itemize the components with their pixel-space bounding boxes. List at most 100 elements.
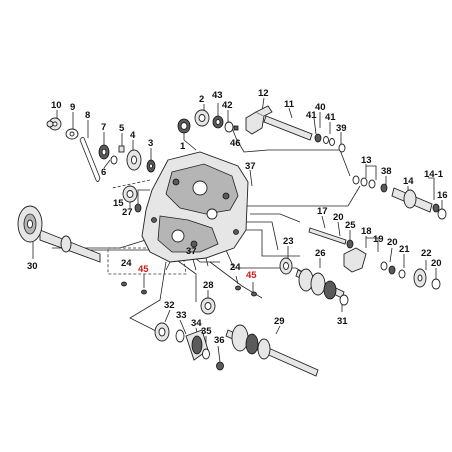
- label-33: 33: [176, 310, 187, 321]
- bolt-part-45a: [141, 289, 147, 295]
- label-11: 11: [284, 99, 295, 110]
- label-26: 26: [315, 248, 326, 259]
- label-20b: 20: [387, 237, 398, 248]
- bearing-part-2: [194, 109, 210, 127]
- label-43: 43: [212, 90, 223, 101]
- part-labels: 10 9 8 7 5 4 3 6 2 43 42 12 11 40 41 41 …: [27, 88, 448, 346]
- label-35: 35: [201, 326, 212, 337]
- label-32: 32: [164, 300, 175, 311]
- label-36: 36: [214, 335, 225, 346]
- washer-part-43: [212, 115, 224, 129]
- bearing-part-7: [98, 144, 110, 160]
- label-13: 13: [361, 155, 372, 166]
- washer-part-20c: [431, 278, 441, 290]
- label-30: 30: [27, 261, 38, 272]
- bearing-part-15: [122, 185, 138, 203]
- label-8: 8: [85, 110, 90, 121]
- label-16: 16: [437, 190, 448, 201]
- pin-part-5: [118, 145, 125, 153]
- bearing-part-28: [200, 297, 216, 315]
- ring-part-31: [339, 294, 349, 306]
- label-24a: 24: [121, 258, 132, 269]
- ring-part-41a: [323, 136, 329, 144]
- label-37a: 37: [245, 161, 256, 172]
- ring-part-21: [398, 269, 406, 279]
- ring-part-19: [380, 261, 388, 271]
- transmission-case: [141, 151, 249, 271]
- bolt-part-45b: [251, 291, 257, 297]
- label-41a: 41: [306, 110, 317, 121]
- label-41b: 41: [325, 112, 336, 123]
- gear-cluster-part-26: [295, 268, 345, 300]
- label-38: 38: [381, 166, 392, 177]
- nut-part-36: [216, 361, 224, 371]
- part-27: [134, 203, 142, 213]
- label-39: 39: [336, 123, 347, 134]
- label-34: 34: [191, 318, 202, 329]
- label-12: 12: [258, 88, 269, 99]
- gear-shaft-part-30: [17, 205, 101, 263]
- part-25: [346, 239, 354, 249]
- ring-part-6: [110, 155, 118, 165]
- gear-part-4: [126, 149, 142, 171]
- label-45a: 45: [138, 264, 149, 275]
- main-shaft-part-29: [225, 324, 319, 377]
- ring-part-42: [224, 121, 234, 133]
- bearing-part-32: [154, 322, 170, 342]
- fork-part-18: [343, 247, 367, 273]
- gear-part-22: [413, 268, 427, 288]
- washer-part-9: [65, 128, 79, 140]
- label-10: 10: [51, 100, 62, 111]
- label-5: 5: [119, 123, 125, 134]
- label-22: 22: [421, 248, 432, 259]
- pin-part-17: [308, 227, 347, 245]
- chain-part-8: [79, 136, 101, 182]
- label-17: 17: [317, 206, 328, 217]
- label-29: 29: [274, 316, 285, 327]
- washers-part-13: [352, 175, 376, 189]
- sprocket-part-10: [46, 117, 62, 131]
- shaft-part-11: [263, 115, 313, 141]
- label-31: 31: [337, 316, 348, 327]
- washer-part-33: [175, 329, 185, 343]
- ring-part-41b: [329, 138, 335, 146]
- label-23: 23: [283, 236, 294, 247]
- label-14: 14: [403, 176, 414, 187]
- washer-part-39: [338, 143, 346, 153]
- label-19: 19: [373, 234, 384, 245]
- label-27: 27: [122, 207, 133, 218]
- seal-part-1: [177, 118, 191, 134]
- label-4: 4: [130, 130, 136, 141]
- label-37b: 37: [186, 246, 197, 257]
- bolt-part-24a: [121, 281, 127, 287]
- label-42: 42: [222, 100, 233, 111]
- parts: [17, 105, 447, 377]
- label-25: 25: [345, 220, 356, 231]
- label-24b: 24: [230, 262, 241, 273]
- label-14-1: 14-1: [424, 169, 444, 180]
- bolt-part-46: [233, 125, 239, 131]
- label-46: 46: [230, 138, 241, 149]
- fork-part-12: [245, 105, 273, 135]
- washer-part-16: [437, 208, 447, 220]
- bearing-part-23: [279, 257, 293, 275]
- label-18: 18: [361, 226, 372, 237]
- ring-part-20b: [388, 265, 396, 275]
- label-20a: 20: [333, 212, 344, 223]
- label-45b: 45: [246, 270, 257, 281]
- label-1: 1: [180, 141, 186, 152]
- label-15: 15: [113, 198, 124, 209]
- label-3: 3: [148, 138, 153, 149]
- label-20c: 20: [431, 258, 442, 269]
- ring-part-38: [380, 183, 388, 193]
- washer-part-3: [146, 159, 156, 173]
- label-7: 7: [101, 122, 106, 133]
- ring-part-35: [202, 348, 210, 360]
- bolt-part-24b: [235, 285, 241, 291]
- label-40: 40: [315, 102, 326, 113]
- label-28: 28: [203, 280, 214, 291]
- pin-part-14-1: [432, 203, 440, 213]
- label-6: 6: [101, 167, 106, 178]
- label-9: 9: [70, 102, 75, 113]
